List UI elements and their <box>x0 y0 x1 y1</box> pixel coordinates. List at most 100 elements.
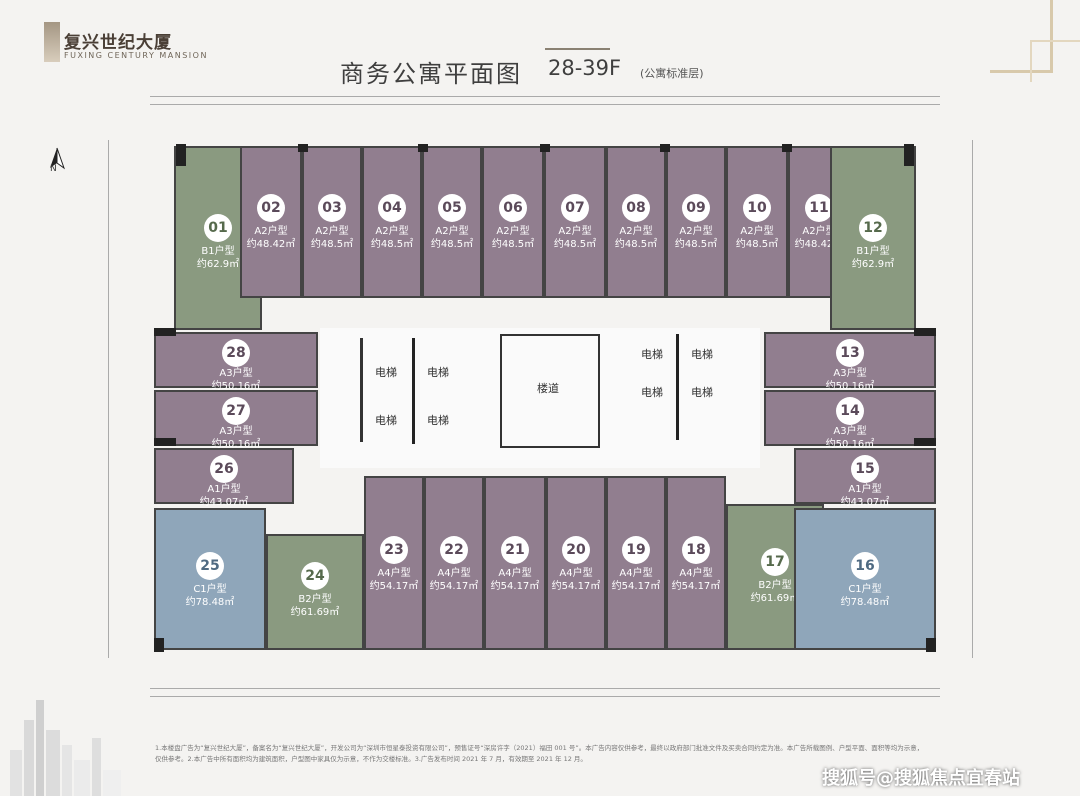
unit-16[interactable]: 16 C1户型 约78.48㎡ <box>794 508 936 650</box>
elevator-label: 电梯 <box>691 348 713 361</box>
unit-14[interactable]: 14 A3户型 约50.16㎡ <box>764 390 936 450</box>
unit-type: A4户型 <box>498 568 532 579</box>
floor-plan: 01 B1户型 约62.9㎡ 02 A2户型 约48.42㎡ 03 A2户型 约… <box>150 138 940 658</box>
unit-area: 约54.17㎡ <box>429 581 479 592</box>
unit-area: 约78.48㎡ <box>185 597 235 608</box>
unit-type: A2户型 <box>558 226 592 237</box>
unit-type: A2户型 <box>740 226 774 237</box>
elevator-label: 电梯 <box>427 414 449 427</box>
elevator-label: 电梯 <box>641 348 663 361</box>
unit-19[interactable]: 19 A4户型 约54.17㎡ <box>606 476 666 650</box>
unit-number: 26 <box>210 455 238 483</box>
unit-area: 约43.07㎡ <box>199 497 249 508</box>
unit-09[interactable]: 09 A2户型 约48.5㎡ <box>666 146 726 298</box>
dimension-line-right <box>972 140 973 658</box>
unit-area: 约50.16㎡ <box>825 439 875 450</box>
unit-area: 约54.17㎡ <box>611 581 661 592</box>
unit-18[interactable]: 18 A4户型 约54.17㎡ <box>666 476 726 650</box>
elevator-shaft-wall <box>360 338 413 442</box>
unit-27[interactable]: 27 A3户型 约50.16㎡ <box>154 390 318 450</box>
elevator-label: 电梯 <box>375 366 397 379</box>
unit-area: 约48.5㎡ <box>553 239 597 250</box>
unit-number: 09 <box>682 194 710 222</box>
unit-22[interactable]: 22 A4户型 约54.17㎡ <box>424 476 484 650</box>
column <box>914 438 936 446</box>
gold-frame-decoration-inner <box>1030 40 1080 82</box>
unit-type: A2户型 <box>254 226 288 237</box>
unit-08[interactable]: 08 A2户型 约48.5㎡ <box>606 146 666 298</box>
unit-area: 约50.16㎡ <box>211 439 261 450</box>
unit-number: 17 <box>761 548 789 576</box>
unit-06[interactable]: 06 A2户型 约48.5㎡ <box>482 146 544 298</box>
column <box>298 144 308 152</box>
unit-10[interactable]: 10 A2户型 约48.5㎡ <box>726 146 788 298</box>
unit-type: A2户型 <box>619 226 653 237</box>
unit-number: 10 <box>743 194 771 222</box>
unit-number: 06 <box>499 194 527 222</box>
unit-area: 约54.17㎡ <box>490 581 540 592</box>
unit-number: 21 <box>501 536 529 564</box>
unit-03[interactable]: 03 A2户型 约48.5㎡ <box>302 146 362 298</box>
gold-frame-decoration <box>990 0 1053 73</box>
unit-15[interactable]: 15 A1户型 约43.07㎡ <box>794 448 936 508</box>
elevator-divider <box>412 338 415 444</box>
unit-area: 约48.5㎡ <box>310 239 354 250</box>
unit-26[interactable]: 26 A1户型 约43.07㎡ <box>154 448 294 508</box>
unit-type: A2户型 <box>496 226 530 237</box>
unit-02[interactable]: 02 A2户型 约48.42㎡ <box>240 146 302 298</box>
unit-number: 18 <box>682 536 710 564</box>
unit-28[interactable]: 28 A3户型 约50.16㎡ <box>154 332 318 392</box>
unit-type: A3户型 <box>833 368 867 379</box>
unit-24[interactable]: 24 B2户型 约61.69㎡ <box>266 534 364 650</box>
unit-23[interactable]: 23 A4户型 约54.17㎡ <box>364 476 424 650</box>
unit-number: 08 <box>622 194 650 222</box>
unit-04[interactable]: 04 A2户型 约48.5㎡ <box>362 146 422 298</box>
column <box>154 638 164 652</box>
unit-number: 01 <box>204 214 232 242</box>
unit-type: A4户型 <box>377 568 411 579</box>
floor-note: (公寓标准层) <box>640 67 704 80</box>
unit-number: 24 <box>301 562 329 590</box>
unit-number: 14 <box>836 397 864 425</box>
unit-number: 11 <box>805 194 833 222</box>
unit-21[interactable]: 21 A4户型 约54.17㎡ <box>484 476 546 650</box>
unit-number: 04 <box>378 194 406 222</box>
unit-number: 27 <box>222 397 250 425</box>
unit-13[interactable]: 13 A3户型 约50.16㎡ <box>764 332 936 392</box>
unit-number: 16 <box>851 552 879 580</box>
unit-area: 约61.69㎡ <box>750 593 800 604</box>
unit-type: A2户型 <box>679 226 713 237</box>
unit-25[interactable]: 25 C1户型 约78.48㎡ <box>154 508 266 650</box>
title-underline <box>545 48 610 50</box>
dimension-line-left <box>108 140 109 658</box>
unit-area: 约48.5㎡ <box>735 239 779 250</box>
unit-area: 约50.16㎡ <box>211 381 261 392</box>
unit-type: A2户型 <box>315 226 349 237</box>
unit-number: 23 <box>380 536 408 564</box>
unit-05[interactable]: 05 A2户型 约48.5㎡ <box>422 146 482 298</box>
logo-mark <box>44 22 60 62</box>
elevator-label: 电梯 <box>641 386 663 399</box>
unit-area: 约54.17㎡ <box>551 581 601 592</box>
column <box>660 144 670 152</box>
unit-20[interactable]: 20 A4户型 约54.17㎡ <box>546 476 606 650</box>
unit-area: 约78.48㎡ <box>840 597 890 608</box>
unit-area: 约62.9㎡ <box>196 259 240 270</box>
unit-area: 约48.5㎡ <box>370 239 414 250</box>
unit-07[interactable]: 07 A2户型 约48.5㎡ <box>544 146 606 298</box>
core-area <box>320 328 760 468</box>
unit-type: B1户型 <box>201 246 235 257</box>
unit-type: A3户型 <box>219 368 253 379</box>
unit-number: 19 <box>622 536 650 564</box>
disclaimer-footnote: 1.本楼盘广告为“复兴世纪大厦”，备案名为“复兴世纪大厦”，开发公司为“深圳市恒… <box>155 744 924 763</box>
column <box>782 144 792 152</box>
unit-area: 约43.07㎡ <box>840 497 890 508</box>
city-skyline-illustration <box>10 700 121 796</box>
unit-type: C1户型 <box>193 584 227 595</box>
stair-label: 楼道 <box>537 382 559 395</box>
unit-12[interactable]: 12 B1户型 约62.9㎡ <box>830 146 916 330</box>
unit-number: 02 <box>257 194 285 222</box>
column <box>154 328 176 336</box>
unit-number: 07 <box>561 194 589 222</box>
dimension-line-bottom <box>150 688 940 689</box>
